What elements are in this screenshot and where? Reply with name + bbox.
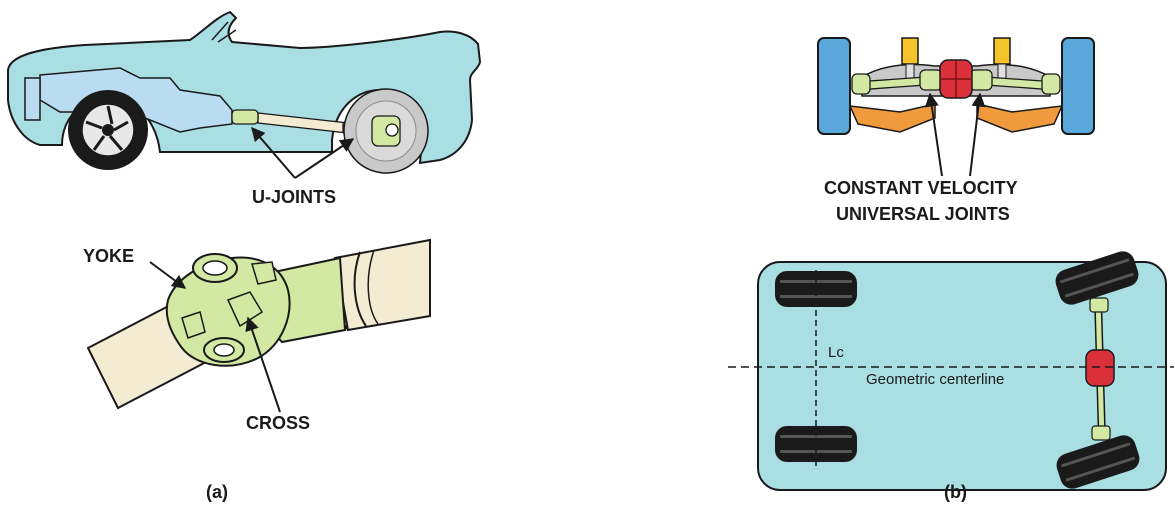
right-control-arm — [976, 103, 1064, 133]
right-wheel — [1061, 37, 1095, 135]
cv-pointer-left — [924, 92, 943, 177]
front-left-tire — [1055, 251, 1139, 305]
yoke-label: YOKE — [83, 246, 135, 266]
left-outer-cv-joint — [851, 73, 871, 95]
windshield-frame — [211, 21, 237, 43]
left-control-arm — [848, 103, 936, 133]
cv-axle-assembly — [817, 37, 1095, 177]
car-side-view — [7, 10, 482, 179]
vehicle-body-top — [757, 261, 1167, 491]
left-inner-cv-joint — [919, 69, 943, 91]
u-joint-closeup — [86, 238, 431, 413]
yoke-pointer — [149, 261, 187, 289]
centerline-label: Geometric centerline — [866, 371, 1005, 388]
left-spring — [901, 37, 919, 65]
right-inner-cv-joint — [969, 69, 993, 91]
right-outer-cv-joint — [1041, 73, 1061, 95]
cv-pointer-right — [969, 92, 986, 177]
u-joint-pointer-2 — [294, 138, 355, 179]
u-joint-pointer-1 — [251, 126, 296, 179]
cv-label-line1: CONSTANT VELOCITY — [824, 178, 1018, 198]
right-spring — [993, 37, 1011, 65]
caption-b: (b) — [944, 482, 967, 502]
caption-a: (a) — [206, 482, 228, 502]
front-differential — [1085, 349, 1115, 387]
cross-pointer — [245, 316, 281, 413]
left-wheel — [817, 37, 851, 135]
front-right-tire — [1056, 435, 1140, 489]
u-joints-label: U-JOINTS — [252, 187, 337, 207]
vehicle-top-view — [728, 251, 1174, 491]
radiator — [24, 77, 41, 121]
lc-label: Lc — [828, 344, 844, 361]
output-shaft-tube — [333, 238, 431, 332]
front-wheel-hub — [102, 124, 114, 136]
front-u-joint — [231, 109, 259, 125]
cross-trunnion — [226, 291, 264, 328]
cross-label: CROSS — [246, 413, 311, 433]
cv-label-line2: UNIVERSAL JOINTS — [836, 204, 1010, 224]
